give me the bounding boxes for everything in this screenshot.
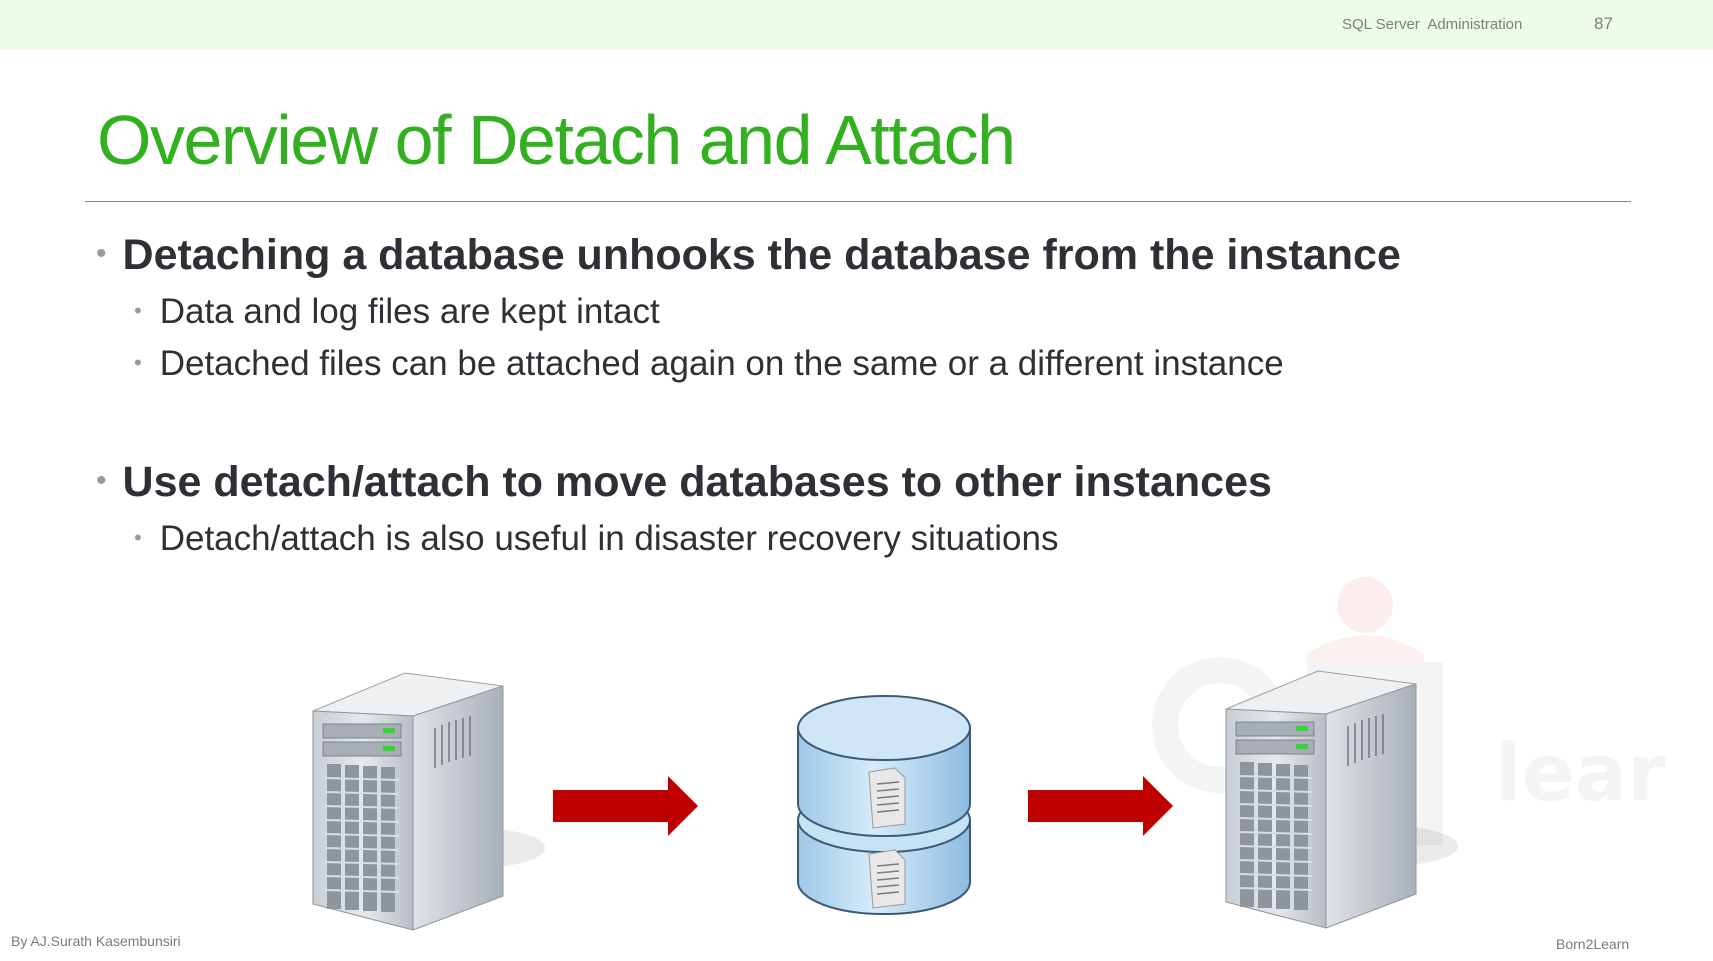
sub-bullet-2-1: • Detach/attach is also useful in disaste… xyxy=(134,519,1058,559)
bullet-dot: • xyxy=(96,464,107,497)
bullet-dot: • xyxy=(134,525,142,550)
course-title: SQL Server Administration xyxy=(1342,16,1523,33)
page-number: 87 xyxy=(1594,14,1613,33)
bullet-dot: • xyxy=(134,350,142,375)
sub-bullet-1-2: • Detached files can be attached again on… xyxy=(134,344,1284,384)
server-icon xyxy=(1225,670,1458,929)
bullet-1: • Detaching a database unhooks the databa… xyxy=(96,231,1401,280)
title-divider xyxy=(85,201,1631,202)
bullet-dot: • xyxy=(134,298,142,323)
author-credit: By AJ.Surath Kasembunsiri xyxy=(11,933,181,949)
server-icon xyxy=(312,672,545,931)
bullet-2: • Use detach/attach to move databases to … xyxy=(96,458,1272,507)
bullet-1-text: Detaching a database unhooks the databas… xyxy=(122,231,1401,279)
arrow-right-icon xyxy=(1028,776,1173,836)
bullet-dot: • xyxy=(96,237,107,270)
database-icon xyxy=(797,695,971,915)
sub-bullet-1-2-text: Detached files can be attached again on … xyxy=(159,344,1284,383)
arrow-right-icon xyxy=(553,776,698,836)
sub-bullet-1-1-text: Data and log files are kept intact xyxy=(159,292,660,331)
header-band: SQL Server Administration 87 xyxy=(0,0,1713,50)
born2learn-watermark: learn xyxy=(1152,577,1670,845)
watermark-text: learn xyxy=(1495,729,1670,819)
slide-title: Overview of Detach and Attach xyxy=(97,101,1016,179)
sub-bullet-1-1: • Data and log files are kept intact xyxy=(134,292,660,332)
bullet-2-text: Use detach/attach to move databases to o… xyxy=(122,458,1272,506)
brand-label: Born2Learn xyxy=(1556,936,1630,952)
sub-bullet-2-1-text: Detach/attach is also useful in disaster… xyxy=(159,519,1059,558)
